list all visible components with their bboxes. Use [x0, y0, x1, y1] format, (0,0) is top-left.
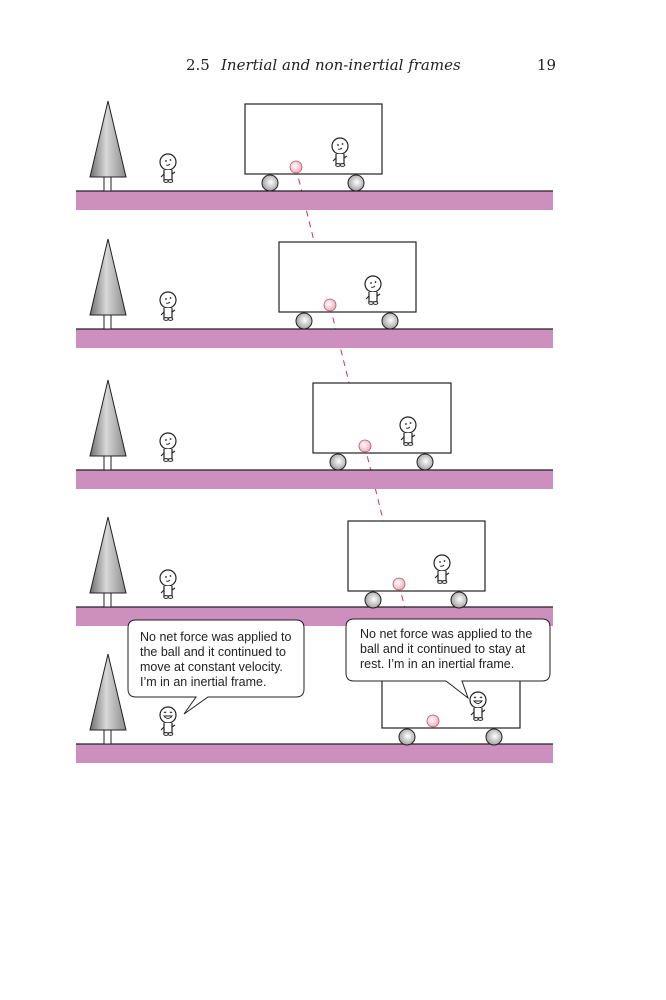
speech-left-line-1: No net force was applied to — [140, 630, 292, 644]
speech-right-line-2: ball and it continued to stay at — [360, 642, 526, 656]
speech-left-line-3: move at constant velocity. — [140, 660, 283, 674]
ground-observer — [159, 706, 177, 736]
speech-left-line-2: the ball and it continued to — [140, 645, 286, 659]
tree-icon — [89, 516, 127, 608]
cart-wheel — [485, 728, 503, 746]
ground-strip — [76, 744, 553, 763]
speech-left-line-4: I’m in an inertial frame. — [140, 675, 266, 689]
ball — [392, 577, 406, 591]
cart-wheel — [347, 174, 365, 192]
speech-right-line-1: No net force was applied to the — [360, 627, 532, 641]
tree-icon — [89, 653, 127, 745]
ball — [289, 160, 303, 174]
cart-wheel — [450, 591, 468, 609]
scene-panel-2 — [76, 238, 553, 348]
cart-wheel — [381, 312, 399, 330]
speech-bubble-ground-observer: No net force was applied to the ball and… — [127, 619, 305, 715]
cart — [347, 520, 486, 609]
scene-panel-5 — [76, 653, 553, 763]
scene-panel-1 — [76, 100, 553, 210]
cart-body — [244, 103, 383, 175]
tree-icon — [89, 379, 127, 471]
scene-panel-3 — [76, 379, 553, 489]
ball — [323, 298, 337, 312]
cart-wheel — [329, 453, 347, 471]
cart — [278, 241, 417, 330]
cart-observer — [433, 554, 451, 584]
cart-wheel — [295, 312, 313, 330]
cart-observer — [399, 416, 417, 446]
ball — [426, 714, 440, 728]
cart-observer — [331, 137, 349, 167]
cart-wheel — [416, 453, 434, 471]
cart-observer — [364, 275, 382, 305]
tree-icon — [89, 100, 127, 192]
cart-wheel — [398, 728, 416, 746]
ball — [358, 439, 372, 453]
ground-strip — [76, 470, 553, 489]
cart-body — [312, 382, 452, 454]
ground-observer — [159, 432, 177, 462]
ground-strip — [76, 191, 553, 210]
cart-observer — [469, 691, 487, 721]
page-number: 19 — [537, 56, 557, 74]
speech-right-line-3: rest. I’m in an inertial frame. — [360, 657, 514, 671]
ground-strip — [76, 329, 553, 348]
section-number: 2.5 — [186, 56, 210, 74]
cart-wheel — [261, 174, 279, 192]
ground-observer — [159, 569, 177, 599]
section-title: Inertial and non-inertial frames — [221, 56, 461, 74]
cart — [312, 382, 452, 471]
cart-wheel — [364, 591, 382, 609]
cart-body — [347, 520, 486, 592]
tree-icon — [89, 238, 127, 330]
cart — [244, 103, 383, 192]
ground-observer — [159, 291, 177, 321]
speech-bubble-cart-observer: No net force was applied to the ball and… — [345, 618, 551, 700]
scene-panel-4 — [76, 516, 553, 626]
cart-body — [278, 241, 417, 313]
ground-observer — [159, 153, 177, 183]
page-header: 2.5 Inertial and non-inertial frames 19 — [0, 0, 666, 80]
